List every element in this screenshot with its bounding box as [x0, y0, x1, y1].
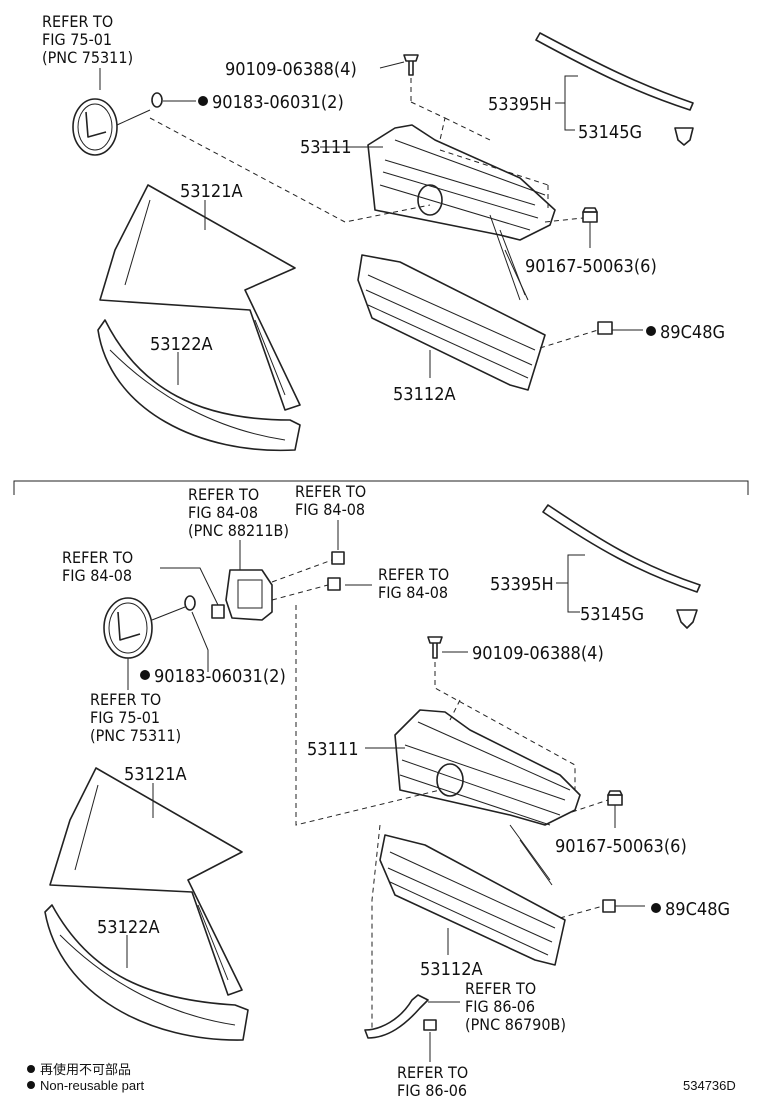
- label-lower-clip: 89C48G: [660, 322, 725, 343]
- grille-emblem-icon: [436, 763, 464, 797]
- harness-icon: [364, 994, 429, 1039]
- connector-icon: [423, 1019, 437, 1031]
- refer-bracket-line2: FIG 84-08: [62, 566, 132, 585]
- refer-connector-line1: REFER TO: [397, 1063, 468, 1082]
- screw-icon: [403, 54, 419, 76]
- lower-clip-icon: [597, 321, 613, 335]
- refer-emblem-line3: (PNC 75311): [90, 726, 181, 745]
- molding-clip-icon: [676, 609, 698, 629]
- refer-bracket-line1: REFER TO: [62, 548, 133, 567]
- bolt-icon: [331, 551, 345, 565]
- label-molding-sub: 53145G: [580, 604, 644, 625]
- label-lower-molding: 53122A: [97, 917, 160, 938]
- bracket-icon: [211, 604, 225, 619]
- bullet-dot-icon: [140, 670, 150, 680]
- refer-harness-line1: REFER TO: [465, 979, 536, 998]
- label-screw: 90109-06388(4): [472, 643, 604, 664]
- legend-item-en: Non-reusable part: [40, 1078, 144, 1093]
- bullet-dot-icon: [651, 903, 661, 913]
- refer-bolt-line2: FIG 84-08: [295, 500, 365, 519]
- label-molding-group: 53395H: [488, 94, 552, 115]
- nut-icon: [582, 207, 598, 223]
- refer-sensor-line1: REFER TO: [188, 485, 259, 504]
- molding-clip-icon: [674, 127, 694, 146]
- nut-icon: [607, 790, 623, 806]
- label-grille: 53111: [300, 137, 352, 158]
- lexus-emblem-icon: [103, 597, 153, 659]
- lower-clip-icon: [602, 899, 616, 913]
- refer-harness-line2: FIG 86-06: [465, 997, 535, 1016]
- grille-53111: [394, 709, 581, 886]
- top-view: REFER TO FIG 75-01 (PNC 75311) 90183-060…: [42, 12, 725, 452]
- label-upper-frame: 53121A: [124, 764, 187, 785]
- molding-strip: [542, 504, 701, 593]
- lower-grille-53112A: [357, 254, 546, 391]
- label-grille: 53111: [307, 739, 359, 760]
- section-divider: [13, 480, 749, 495]
- refer-nut-line2: FIG 84-08: [378, 583, 448, 602]
- refer-nut-line1: REFER TO: [378, 565, 449, 584]
- refer-harness-line3: (PNC 86790B): [465, 1015, 566, 1034]
- label-lower-grille: 53112A: [420, 959, 483, 980]
- molding-strip: [535, 32, 694, 111]
- refer-emblem-line1: REFER TO: [42, 12, 113, 31]
- bolt2-icon: [327, 577, 341, 591]
- label-clip: 90183-06031(2): [212, 92, 344, 113]
- lower-molding-53122A: [44, 904, 249, 1041]
- legend-item-ja: 再使用不可部品: [40, 1062, 131, 1077]
- bottom-view: REFER TO FIG 84-08 (PNC 88211B) REFER TO…: [44, 482, 730, 1100]
- grille-emblem-icon: [417, 184, 443, 216]
- refer-emblem-line2: FIG 75-01: [42, 30, 112, 49]
- refer-emblem-line3: (PNC 75311): [42, 48, 133, 67]
- refer-sensor-line2: FIG 84-08: [188, 503, 258, 522]
- sensor-icon: [225, 569, 273, 621]
- label-molding-sub: 53145G: [578, 122, 642, 143]
- refer-emblem-line1: REFER TO: [90, 690, 161, 709]
- refer-connector-line2: FIG 86-06: [397, 1081, 467, 1100]
- label-screw: 90109-06388(4): [225, 59, 357, 80]
- label-upper-frame: 53121A: [180, 181, 243, 202]
- lexus-emblem-icon: [72, 98, 118, 156]
- bullet-dot-icon: [646, 326, 656, 336]
- label-lower-molding: 53122A: [150, 334, 213, 355]
- refer-emblem-line2: FIG 75-01: [90, 708, 160, 727]
- grille-53111: [367, 124, 556, 301]
- refer-sensor-line3: (PNC 88211B): [188, 521, 289, 540]
- diagram-id: 534736D: [683, 1078, 736, 1093]
- screw-icon: [427, 636, 443, 659]
- upper-frame-53121A: [49, 767, 243, 996]
- label-molding-group: 53395H: [490, 574, 554, 595]
- lower-molding-53122A: [97, 319, 301, 452]
- bullet-dot-icon: [27, 1065, 35, 1073]
- legend: 再使用不可部品 Non-reusable part: [27, 1062, 144, 1093]
- label-clip: 90183-06031(2): [154, 666, 286, 687]
- label-lower-clip: 89C48G: [665, 899, 730, 920]
- refer-bolt-line1: REFER TO: [295, 482, 366, 501]
- bullet-dot-icon: [198, 96, 208, 106]
- clip-icon: [151, 92, 163, 108]
- label-nut: 90167-50063(6): [555, 836, 687, 857]
- label-nut: 90167-50063(6): [525, 256, 657, 277]
- upper-frame-53121A: [99, 184, 301, 411]
- lower-grille-53112A: [379, 834, 566, 966]
- bullet-dot-icon: [27, 1081, 35, 1089]
- label-lower-grille: 53112A: [393, 384, 456, 405]
- clip-icon: [184, 595, 196, 611]
